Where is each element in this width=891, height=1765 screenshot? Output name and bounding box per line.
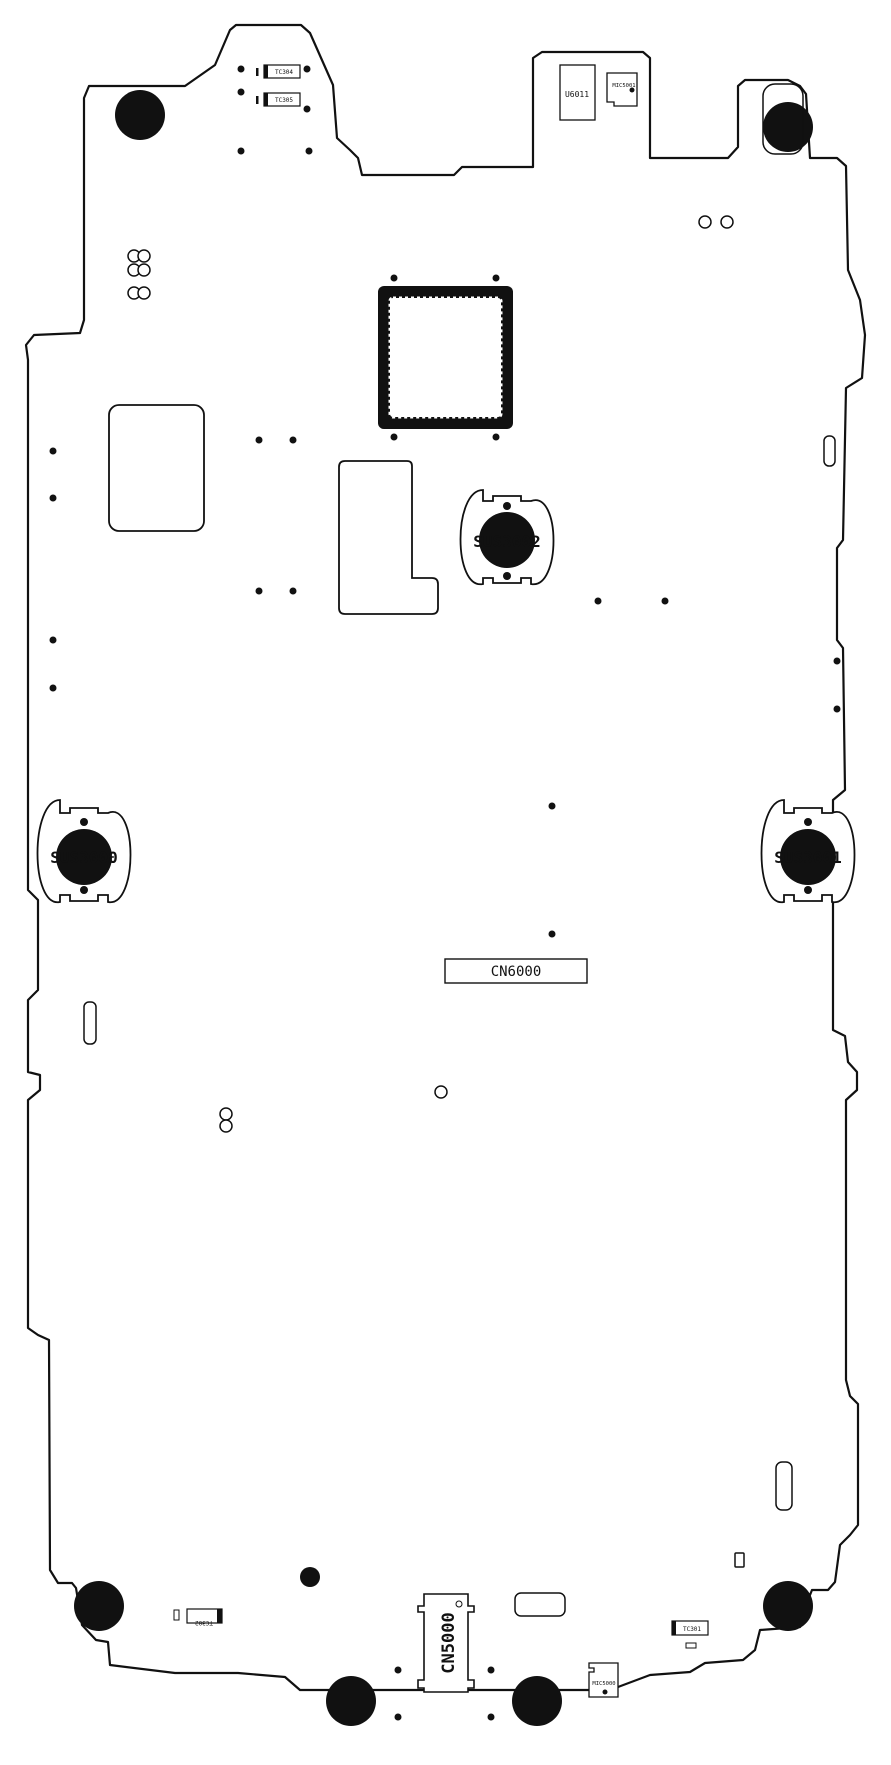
slot bbox=[83, 1001, 97, 1045]
cutout-center bbox=[338, 460, 439, 615]
component-tc301: TC301 bbox=[671, 1620, 709, 1649]
component-mic5000: MIC5000 bbox=[588, 1662, 619, 1698]
connector-cn6000: CN6000 bbox=[444, 958, 588, 984]
slot bbox=[823, 435, 836, 467]
small-holes bbox=[127, 215, 734, 1133]
label-sus3001: SUS3001 bbox=[774, 848, 841, 867]
connector-cn5000: CN5000 bbox=[417, 1593, 475, 1693]
cpu-shield bbox=[378, 274, 513, 441]
component-mic5001: MIC5001 bbox=[606, 72, 638, 107]
component-u6011: U6011 bbox=[559, 64, 596, 121]
label-sus3000: SUS3000 bbox=[50, 848, 117, 867]
standoff-sus3001: SUS3001 bbox=[760, 799, 856, 903]
slots bbox=[83, 435, 836, 1617]
mounting-holes bbox=[74, 90, 813, 1726]
component-tc304: TC304 bbox=[256, 64, 301, 79]
slot bbox=[734, 1552, 745, 1568]
standoff-sus3000: SUS3000 bbox=[36, 799, 132, 903]
mount-hole bbox=[326, 1676, 376, 1726]
label-tc305: TC305 bbox=[275, 97, 293, 104]
label-cn6000: CN6000 bbox=[491, 964, 542, 980]
cutout-left bbox=[108, 404, 205, 532]
label-u6011: U6011 bbox=[565, 90, 589, 99]
slot bbox=[514, 1592, 566, 1617]
holder-outline bbox=[762, 83, 804, 155]
label-tc302: TC302 bbox=[195, 1619, 213, 1626]
label-mic5000: MIC5000 bbox=[592, 1681, 615, 1687]
mount-hole bbox=[763, 1581, 813, 1631]
board-outline bbox=[24, 23, 867, 1692]
label-tc301: TC301 bbox=[683, 1626, 701, 1633]
label-tc304: TC304 bbox=[275, 69, 293, 76]
vias bbox=[49, 65, 841, 1721]
mount-hole bbox=[74, 1581, 124, 1631]
label-cn5000: CN5000 bbox=[439, 1612, 459, 1673]
slot bbox=[775, 1461, 793, 1511]
mount-hole bbox=[115, 90, 165, 140]
label-mic5001: MIC5001 bbox=[612, 83, 635, 89]
mount-hole bbox=[512, 1676, 562, 1726]
component-tc302: TC302 bbox=[173, 1608, 223, 1626]
component-tc305: TC305 bbox=[256, 92, 301, 107]
mount-hole-small bbox=[300, 1567, 320, 1587]
label-sus3002: SUS3002 bbox=[473, 532, 540, 551]
standoff-sus3002: SUS3002 bbox=[459, 489, 555, 585]
mount-hole bbox=[763, 102, 813, 152]
